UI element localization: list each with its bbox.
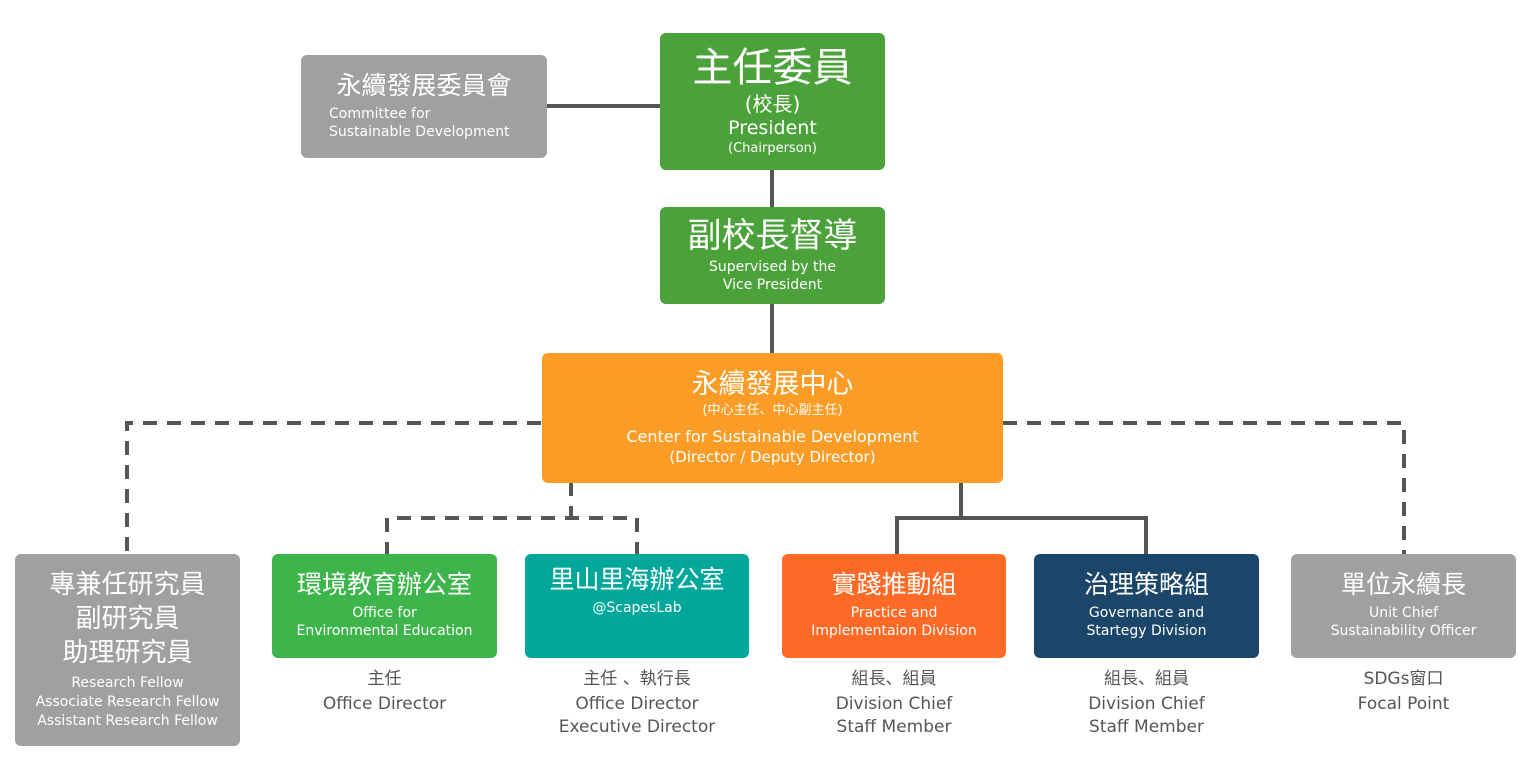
governance-en-2: Startegy Division <box>1086 623 1207 640</box>
practice-caption: 組長、組員 Division Chief Staff Member <box>782 668 1006 739</box>
office-env-edu-box[interactable]: 環境教育辦公室 Office for Environmental Educati… <box>272 554 497 658</box>
research-fellow-box[interactable]: 專兼任研究員 副研究員 助理研究員 Research Fellow Associ… <box>15 554 240 746</box>
unit-chief-caption: SDGs窗口 Focal Point <box>1291 668 1516 716</box>
office-scapes-caption-en-2: Executive Director <box>558 716 716 737</box>
research-zh-1: 專兼任研究員 <box>49 569 206 600</box>
unit-chief-caption-zh: SDGs窗口 <box>1363 669 1444 689</box>
center-en-sub: (Director / Deputy Director) <box>669 447 876 466</box>
practice-caption-en-2: Staff Member <box>836 716 952 737</box>
research-zh-2: 副研究員 <box>75 603 180 634</box>
governance-en-1: Governance and <box>1088 605 1205 622</box>
committee-en-line1: Committee for <box>329 105 431 122</box>
office-env-en-2: Environmental Education <box>296 623 473 640</box>
president-zh: 主任委員 <box>692 45 853 92</box>
practice-caption-zh: 組長、組員 <box>851 669 937 689</box>
dashed-center-research <box>125 421 541 556</box>
governance-caption-en-1: Division Chief <box>1088 693 1205 714</box>
practice-en-2: Implementaion Division <box>811 623 977 640</box>
governance-caption-zh: 組長、組員 <box>1104 669 1189 689</box>
unit-chief-en-1: Unit Chief <box>1368 605 1439 622</box>
office-env-caption: 主任 Office Director <box>272 668 497 716</box>
practice-en-1: Practice and <box>850 605 938 622</box>
practice-zh: 實踐推動組 <box>831 570 957 600</box>
office-scapes-caption-en-1: Office Director <box>575 693 699 714</box>
unit-chief-en-2: Sustainability Officer <box>1330 623 1477 640</box>
president-en-sub: (Chairperson) <box>728 140 817 156</box>
committee-en-line2: Sustainable Development <box>329 123 510 140</box>
line-divisions-bar <box>895 516 1148 556</box>
dashed-center-unitchief <box>1003 421 1406 556</box>
office-scapes-caption-zh: 主任 、執行長 <box>583 669 691 689</box>
research-zh-3: 助理研究員 <box>62 637 193 668</box>
research-en-3: Assistant Research Fellow <box>37 713 218 730</box>
office-env-zh: 環境教育辦公室 <box>296 570 472 600</box>
center-zh: 永續發展中心 <box>691 368 854 400</box>
committee-box[interactable]: 永續發展委員會 Committee for Sustainable Develo… <box>301 55 547 158</box>
unit-chief-caption-en-1: Focal Point <box>1357 693 1450 714</box>
office-env-caption-en-1: Office Director <box>322 693 447 714</box>
practice-caption-en-1: Division Chief <box>835 693 953 714</box>
practice-division-box[interactable]: 實踐推動組 Practice and Implementaion Divisio… <box>782 554 1006 658</box>
vp-en-line2: Vice President <box>722 277 823 294</box>
governance-zh: 治理策略組 <box>1083 570 1209 600</box>
research-en-2: Associate Research Fellow <box>35 694 220 711</box>
center-zh-sub: (中心主任、中心副主任) <box>702 402 843 418</box>
unit-chief-box[interactable]: 單位永續長 Unit Chief Sustainability Officer <box>1291 554 1516 658</box>
president-zh-sub: (校長) <box>744 92 801 117</box>
president-box[interactable]: 主任委員 (校長) President (Chairperson) <box>660 33 885 170</box>
office-scapes-en-1: @ScapesLab <box>592 599 682 616</box>
president-en: President <box>728 117 817 140</box>
office-env-caption-zh: 主任 <box>367 669 402 689</box>
research-en-1: Research Fellow <box>71 675 184 692</box>
governance-caption-en-2: Staff Member <box>1089 716 1204 737</box>
committee-zh: 永續發展委員會 <box>336 70 512 100</box>
unit-chief-zh: 單位永續長 <box>1340 570 1466 600</box>
office-scapes-zh: 里山里海辦公室 <box>549 565 725 594</box>
office-scapes-box[interactable]: 里山里海辦公室 @ScapesLab <box>525 554 749 658</box>
governance-division-box[interactable]: 治理策略組 Governance and Startegy Division <box>1034 554 1259 658</box>
office-scapes-caption: 主任 、執行長 Office Director Executive Direct… <box>525 668 749 739</box>
vp-en-line1: Supervised by the <box>708 258 837 275</box>
vp-zh: 副校長督導 <box>687 215 858 256</box>
governance-caption: 組長、組員 Division Chief Staff Member <box>1034 668 1259 739</box>
center-en: Center for Sustainable Development <box>626 426 919 446</box>
center-box[interactable]: 永續發展中心 (中心主任、中心副主任) Center for Sustainab… <box>542 353 1003 483</box>
office-env-en-1: Office for <box>352 605 417 622</box>
vice-president-box[interactable]: 副校長督導 Supervised by the Vice President <box>660 207 885 304</box>
dashed-offices-bar <box>385 516 639 556</box>
